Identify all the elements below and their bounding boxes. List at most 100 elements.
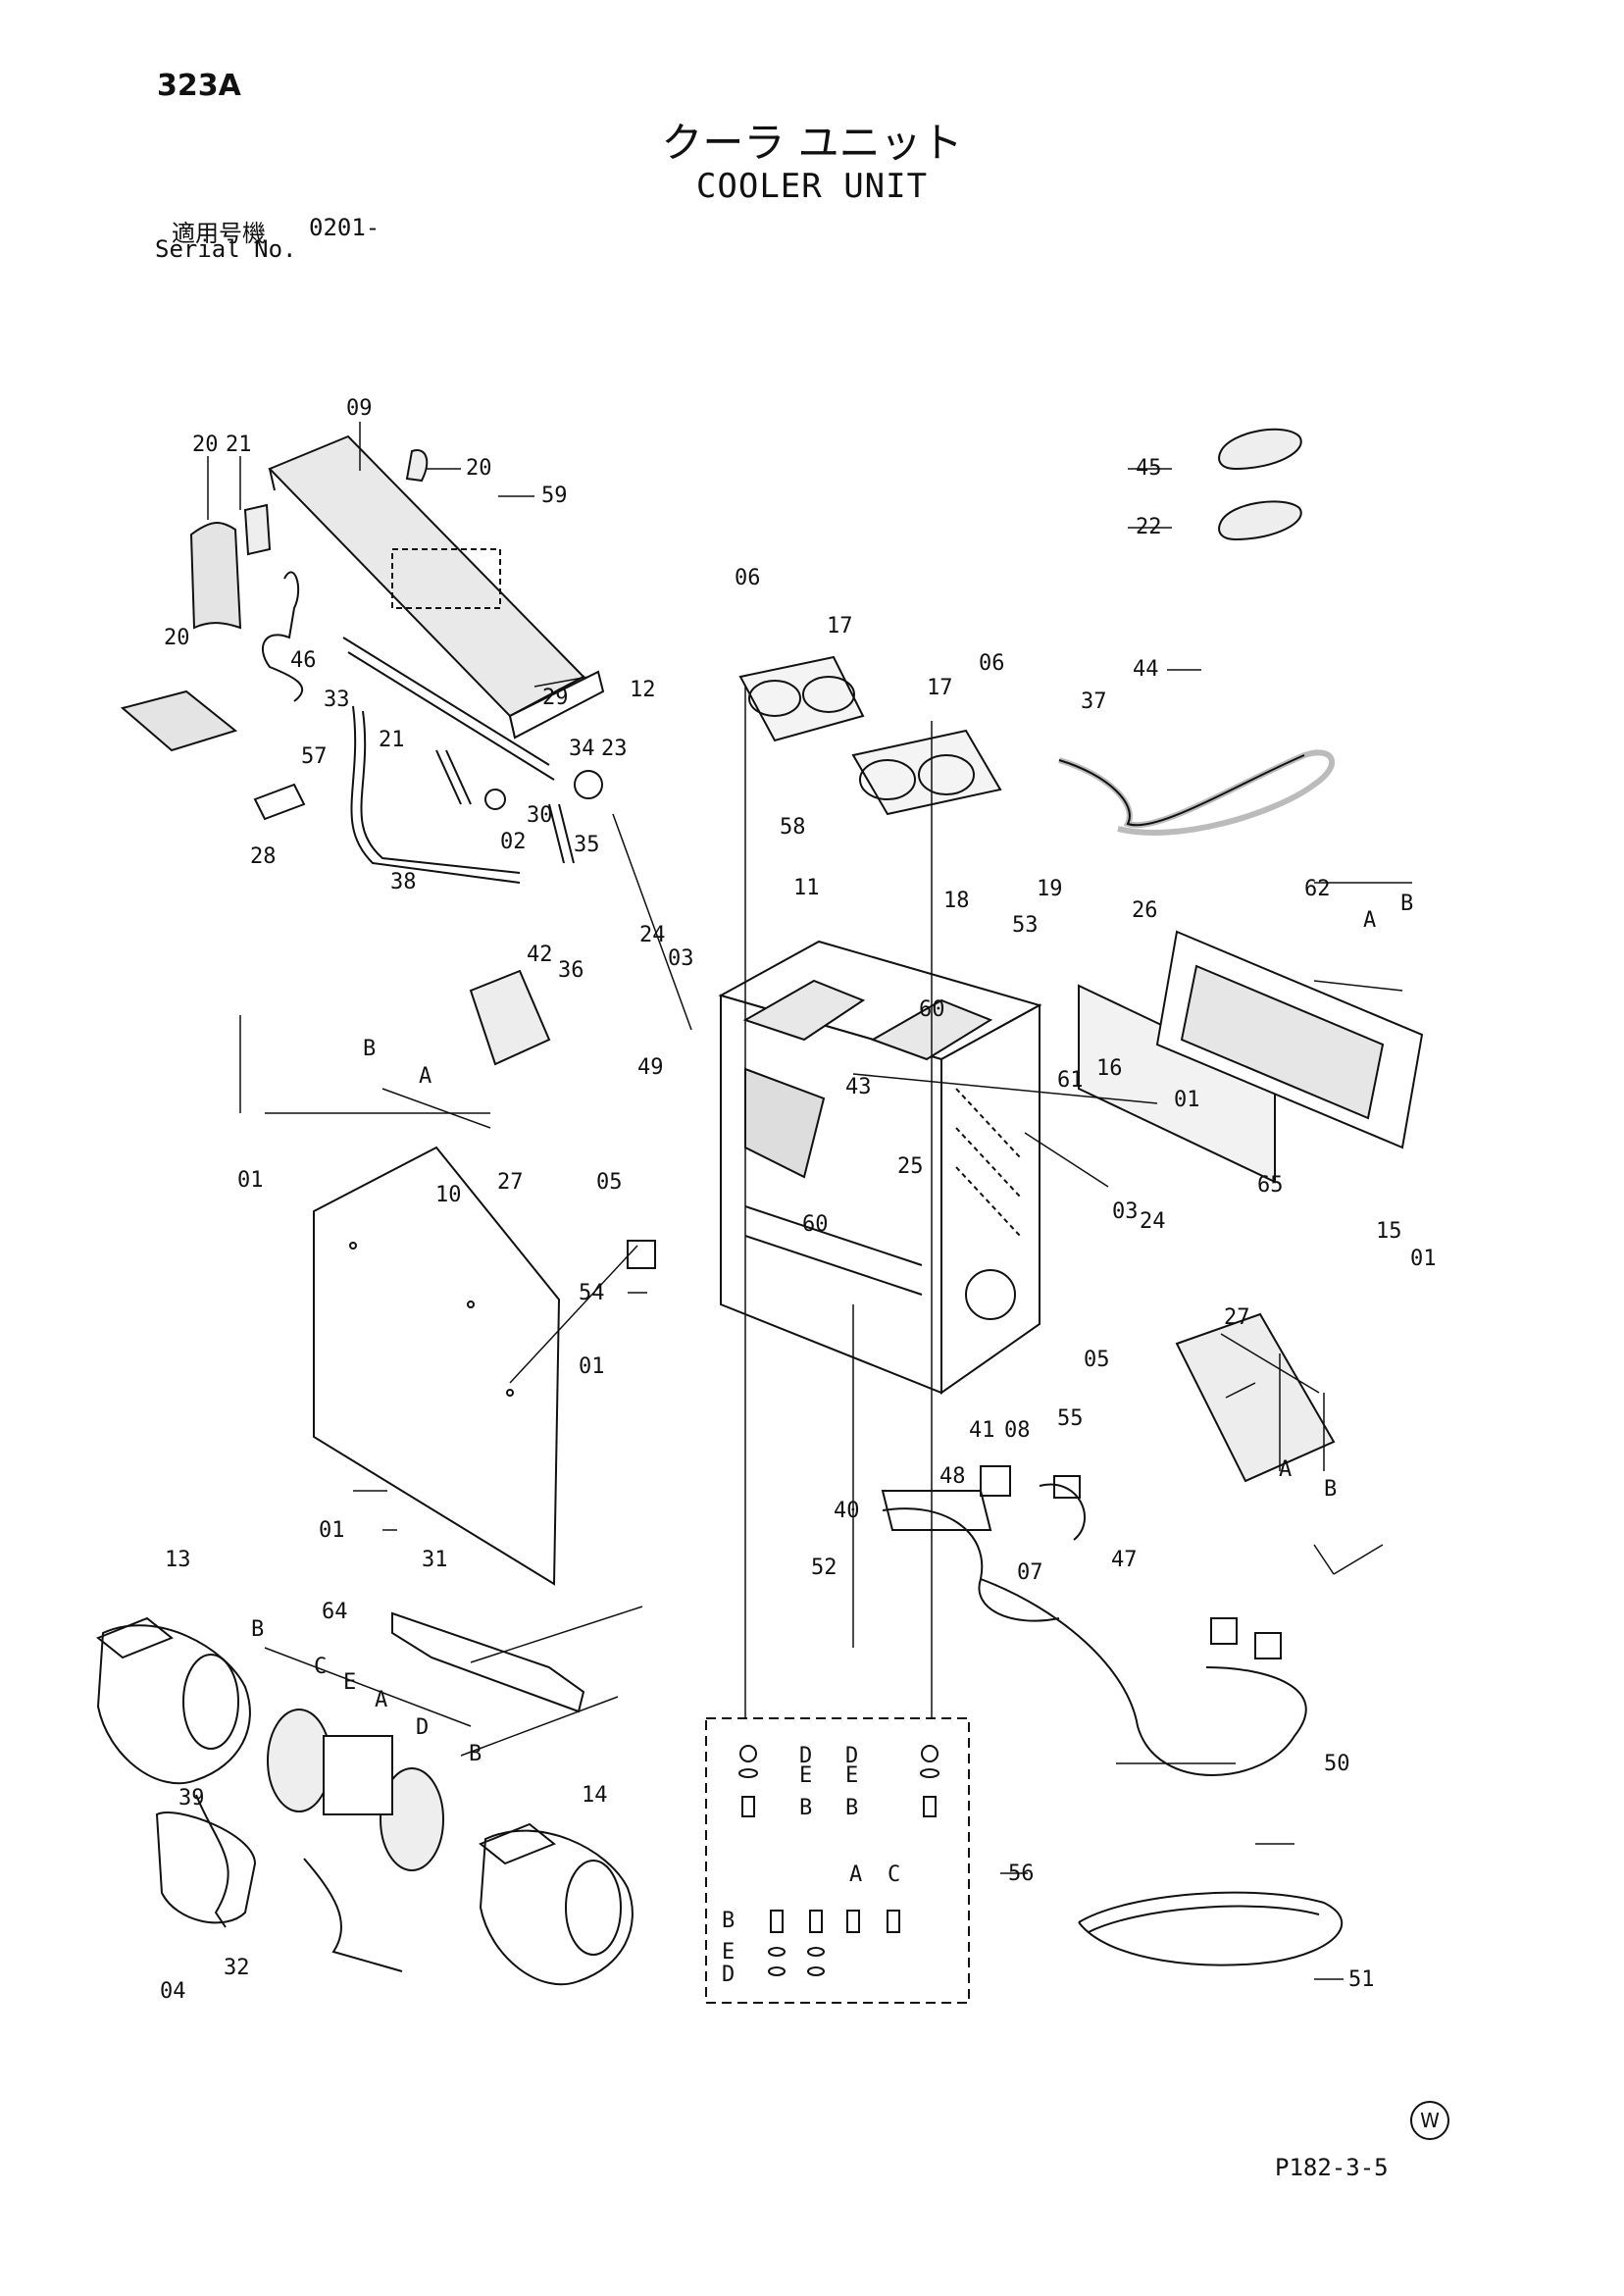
callout-label: 02 — [500, 830, 527, 854]
w-mark: W — [1410, 2101, 1449, 2140]
callout-label: 58 — [780, 815, 806, 840]
filter-pads — [120, 449, 429, 752]
callout-label: 56 — [1008, 1862, 1035, 1886]
callout-label: 05 — [596, 1170, 623, 1195]
page-reference: P182-3-5 — [1275, 2154, 1389, 2181]
kit-label: D — [845, 1744, 858, 1768]
callout-label: A — [419, 1064, 431, 1089]
title-english: COOLER UNIT — [695, 167, 929, 206]
callout-label: 49 — [637, 1055, 664, 1080]
callout-label: 03 — [1112, 1199, 1139, 1224]
serial-label-japanese: 適用号機 — [172, 220, 266, 247]
kit-label: C — [888, 1862, 900, 1887]
callout-label: 16 — [1096, 1056, 1123, 1081]
callout-label: 39 — [178, 1786, 205, 1811]
callout-label: 64 — [322, 1600, 348, 1624]
callout-label: 26 — [1132, 898, 1158, 923]
callout-label: 01 — [319, 1518, 345, 1543]
callout-label: 07 — [1017, 1560, 1043, 1585]
callout-label: 34 — [569, 737, 595, 761]
callout-label: 11 — [793, 876, 820, 900]
kit-label: E — [845, 1763, 858, 1788]
callout-label: 17 — [827, 614, 853, 638]
callout-label: 05 — [1084, 1348, 1110, 1372]
callout-label: 37 — [1081, 689, 1107, 714]
callout-label: 33 — [324, 688, 350, 712]
louver-outlets — [738, 655, 1002, 816]
callout-label: 17 — [927, 676, 953, 700]
kit-label: E — [799, 1763, 812, 1788]
callout-label: 12 — [630, 678, 656, 702]
callout-label: 25 — [897, 1154, 924, 1179]
callout-label: 46 — [290, 648, 317, 673]
callout-label: 10 — [435, 1183, 462, 1207]
callout-label: 21 — [226, 433, 252, 457]
serial-value: 0201- — [309, 214, 381, 241]
callout-label: 14 — [582, 1783, 608, 1808]
kit-label: A — [849, 1862, 862, 1887]
callout-label: 52 — [811, 1556, 837, 1580]
callout-label: 06 — [979, 651, 1005, 676]
callout-label: 51 — [1348, 1967, 1375, 1992]
callout-label: 65 — [1257, 1173, 1284, 1198]
kit-label: B — [722, 1909, 735, 1933]
callout-label: D — [416, 1715, 429, 1740]
callout-label: 27 — [497, 1170, 524, 1195]
seals-45-22 — [1218, 428, 1302, 541]
evaporator-core — [268, 434, 605, 740]
side-panel-10 — [313, 1146, 561, 1586]
serial-label-english: Serial No. — [155, 235, 297, 263]
callout-label: 20 — [466, 456, 492, 481]
callout-label: C — [314, 1655, 327, 1679]
callout-label: 01 — [1174, 1088, 1200, 1112]
callout-label: 36 — [558, 958, 584, 983]
hose-37 — [1058, 749, 1336, 836]
callout-label: 41 — [969, 1418, 995, 1443]
hardware-kit-box — [705, 1717, 970, 2004]
callout-label: 24 — [639, 923, 666, 947]
callout-label: A — [375, 1688, 387, 1712]
blower-fans — [96, 1616, 634, 1986]
bracket-31 — [391, 1611, 585, 1713]
callout-label: 45 — [1136, 456, 1162, 481]
kit-label: E — [722, 1940, 735, 1964]
kit-label: D — [722, 1963, 735, 1987]
callout-label: 60 — [802, 1212, 829, 1237]
expansion-valve-and-pipes — [253, 571, 603, 884]
callout-label: 31 — [422, 1548, 448, 1572]
callout-label: 38 — [390, 870, 417, 894]
filter-grille-and-frame — [469, 930, 1424, 1483]
callout-label: 57 — [301, 744, 328, 769]
callout-label: 22 — [1136, 515, 1162, 539]
callout-label: 01 — [237, 1168, 264, 1193]
callout-label: B — [251, 1617, 264, 1642]
title-japanese: クーラ ユニット — [661, 119, 963, 167]
kit-label: D — [799, 1744, 812, 1768]
callout-label: 15 — [1376, 1219, 1402, 1244]
callout-label: A — [1363, 908, 1376, 933]
resistors-and-relays — [627, 1240, 1282, 1659]
callout-label: 04 — [160, 1979, 186, 2004]
callout-label: 55 — [1057, 1406, 1084, 1431]
callout-label: 53 — [1012, 913, 1039, 938]
callout-label: 61 — [1057, 1068, 1084, 1093]
callout-label: 08 — [1004, 1418, 1031, 1443]
callout-label: 42 — [527, 943, 553, 967]
callout-label: 06 — [735, 566, 761, 590]
wire-harnesses — [881, 1490, 1344, 1966]
callout-label: 20 — [164, 626, 190, 650]
callout-label: 23 — [601, 737, 628, 761]
callout-label: 21 — [379, 728, 405, 752]
callout-label: B — [363, 1037, 376, 1061]
page-number: 323A — [157, 69, 241, 103]
heater-unit-case — [718, 940, 1042, 1395]
callout-label: 40 — [834, 1499, 860, 1523]
callout-label: 13 — [165, 1548, 191, 1572]
kit-label: B — [845, 1796, 858, 1820]
callout-label: 60 — [919, 997, 945, 1022]
callout-label: 35 — [574, 833, 600, 857]
callout-label: 03 — [668, 946, 694, 971]
callout-label: 50 — [1324, 1752, 1350, 1776]
callout-label: 62 — [1304, 877, 1331, 901]
callout-label: 19 — [1037, 877, 1063, 901]
